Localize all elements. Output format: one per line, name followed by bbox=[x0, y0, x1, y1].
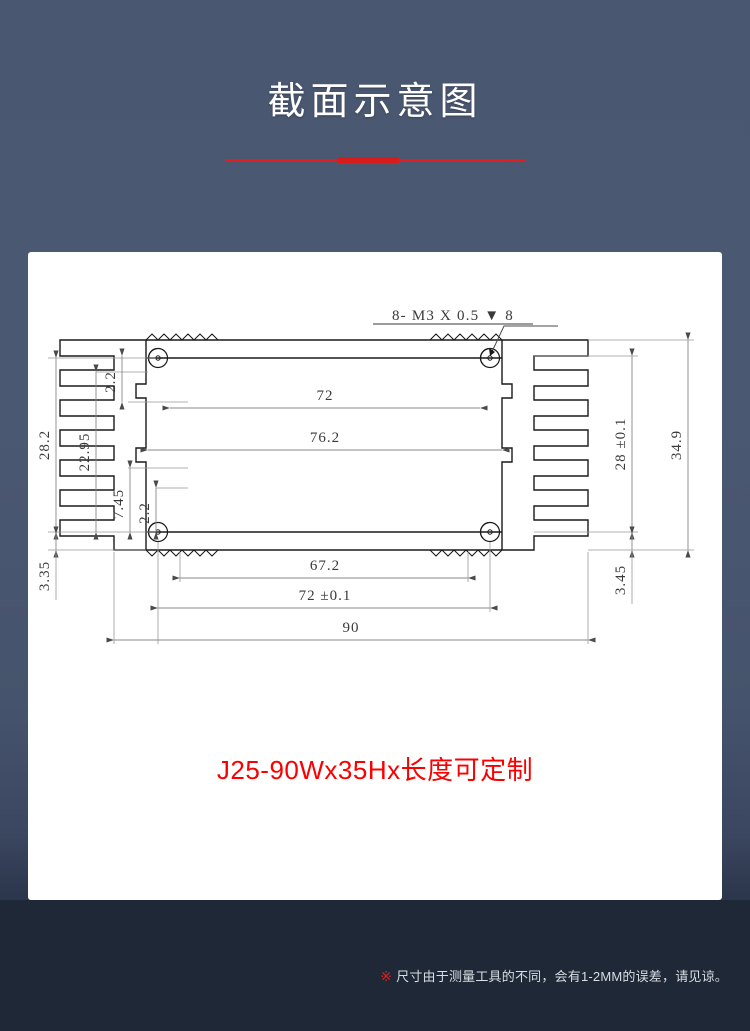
thread-callout-label: 8- M3 X 0.5 ▼ 8 bbox=[392, 308, 514, 324]
right-side-rail bbox=[501, 340, 513, 550]
right-fin-array bbox=[502, 339, 589, 551]
dimension-72-inner-label: 72 bbox=[317, 388, 334, 404]
dimension-72-tolerance-label: 72 ±0.1 bbox=[299, 588, 352, 604]
dimension-2-2-upper: 2.2 bbox=[103, 348, 125, 410]
dimension-72-tolerance: 72 ±0.1 bbox=[150, 588, 498, 611]
divider-thick-segment bbox=[337, 157, 399, 163]
dimension-76-2: 76.2 bbox=[140, 430, 510, 453]
dimension-3-35: 3.35 bbox=[37, 526, 59, 600]
dimension-28-tolerance: 28 ±0.1 bbox=[613, 348, 635, 540]
dimension-72-inner: 72 bbox=[162, 388, 488, 411]
dimension-22-95-label: 22.95 bbox=[77, 433, 93, 472]
dimension-34-9-label: 34.9 bbox=[669, 430, 685, 460]
dimension-34-9: 34.9 bbox=[669, 332, 691, 558]
product-code-label: J25-90Wx35Hx长度可定制 bbox=[216, 755, 534, 785]
dimension-90-label: 90 bbox=[343, 620, 360, 636]
dimension-2-2-lower: 2.2 bbox=[137, 480, 159, 540]
cross-section-drawing: 8- M3 X 0.5 ▼ 8 72 76.2 67.2 bbox=[37, 308, 694, 644]
drawing-card: 8- M3 X 0.5 ▼ 8 72 76.2 67.2 bbox=[28, 252, 722, 900]
dimension-2-2-lower-label: 2.2 bbox=[137, 502, 153, 524]
serration-bottom-right bbox=[429, 549, 503, 557]
thread-callout-leader bbox=[489, 325, 558, 357]
page-title: 截面示意图 bbox=[267, 81, 483, 123]
dimension-67-2-label: 67.2 bbox=[310, 558, 340, 574]
dimension-28-2: 28.2 bbox=[37, 350, 59, 540]
dimension-3-45-label: 3.45 bbox=[613, 565, 629, 595]
footer-disclaimer-text: 尺寸由于测量工具的不同，会有1-2MM的误差，请见谅。 bbox=[396, 969, 728, 984]
serration-top-left bbox=[145, 333, 219, 341]
dimension-7-45: 7.45 bbox=[111, 460, 133, 540]
dimension-extension-lines-right bbox=[534, 339, 694, 551]
dimension-2-2-upper-label: 2.2 bbox=[103, 371, 119, 393]
dimension-28-2-label: 28.2 bbox=[37, 430, 53, 460]
dimension-28-tolerance-label: 28 ±0.1 bbox=[613, 418, 629, 471]
dimension-extension-lines-left bbox=[48, 357, 188, 551]
asterisk-icon: ※ bbox=[380, 968, 393, 984]
dimension-67-2: 67.2 bbox=[172, 558, 476, 581]
footer-disclaimer: ※尺寸由于测量工具的不同，会有1-2MM的误差，请见谅。 bbox=[380, 966, 728, 985]
serration-top-right bbox=[429, 333, 503, 341]
left-side-rail bbox=[135, 340, 147, 550]
background-bottom bbox=[0, 900, 750, 1031]
dimension-90: 90 bbox=[106, 620, 596, 643]
left-fin-array bbox=[59, 339, 146, 551]
dimension-3-45: 3.45 bbox=[613, 526, 635, 604]
dimension-76-2-label: 76.2 bbox=[310, 430, 340, 446]
dimension-7-45-label: 7.45 bbox=[111, 489, 127, 519]
serration-bottom-left bbox=[145, 549, 219, 557]
dimension-3-35-label: 3.35 bbox=[37, 561, 53, 591]
dimension-22-95: 22.95 bbox=[77, 364, 99, 540]
title-divider bbox=[225, 156, 525, 164]
